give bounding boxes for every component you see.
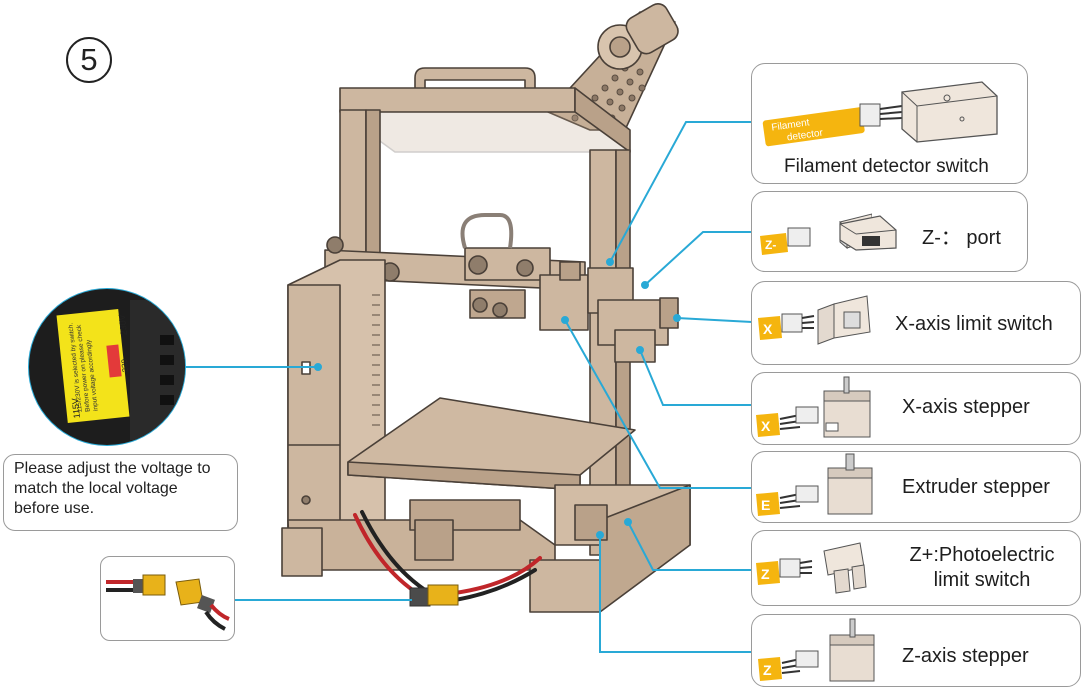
leader-z-stepper xyxy=(599,535,752,653)
extruder-stepper-icon: E xyxy=(756,453,873,516)
z-minus-housing-icon xyxy=(839,215,897,251)
z-photoelectric-label-line2: limit switch xyxy=(933,569,1031,591)
z-photoelectric-label-line1: Z+:Photoelectric xyxy=(909,544,1055,566)
switch-230v-label: 230V xyxy=(117,314,129,336)
callout-extruder-stepper: E Extruder stepper xyxy=(751,451,1081,523)
callout-z-minus-port: Z- Z-： port xyxy=(751,191,1028,272)
power-cable xyxy=(353,510,542,607)
top-frame-bar xyxy=(339,87,576,113)
print-carriage xyxy=(460,213,551,319)
svg-text:detector: detector xyxy=(786,127,824,143)
z-photoelectric-icon: Z xyxy=(756,542,867,594)
voltage-note: Please adjust the voltage to match the l… xyxy=(3,454,238,531)
svg-text:Z-: Z- xyxy=(765,238,776,252)
voltage-switch-photo: 115/230V is selected by switch. Before p… xyxy=(28,288,186,446)
extruder-stepper-label: Extruder stepper xyxy=(902,476,1050,498)
leader-x-stepper xyxy=(639,349,752,406)
x-limit-switch-icon: X xyxy=(758,295,871,345)
switch-230-label: 230 xyxy=(120,358,130,373)
leader-e-stepper xyxy=(564,319,752,489)
svg-text:X: X xyxy=(763,321,773,337)
switch-115v-label: 115V xyxy=(70,398,82,419)
base-frame xyxy=(281,484,691,613)
leader-z-minus xyxy=(644,231,752,286)
callout-x-axis-stepper: X X-axis stepper xyxy=(751,372,1081,445)
leader-lines xyxy=(184,121,753,653)
x-axis-stepper-label: X-axis stepper xyxy=(902,396,1030,418)
svg-text:E: E xyxy=(761,497,770,513)
svg-text:Filament: Filament xyxy=(771,117,811,133)
leader-filament xyxy=(609,121,752,263)
svg-text:X: X xyxy=(761,418,771,434)
callout-z-photoelectric: Z Z+:Photoelectric limit switch xyxy=(751,530,1081,606)
printer-illustration xyxy=(281,3,691,613)
power-connector-box xyxy=(100,556,235,641)
callout-z-axis-stepper: Z Z-axis stepper xyxy=(751,614,1081,687)
x-limit-switch-label: X-axis limit switch xyxy=(895,313,1053,335)
svg-text:Z: Z xyxy=(763,662,772,678)
x-axis-stepper-icon: X xyxy=(756,376,871,438)
power-supply xyxy=(287,259,386,531)
step-number-badge: 5 xyxy=(66,37,112,83)
leader-x-limit xyxy=(676,317,753,323)
leader-z-photo xyxy=(627,521,752,571)
z-minus-port-label: Z-： port xyxy=(922,227,1001,249)
xt60-connector-icon xyxy=(106,574,230,631)
z-axis-stepper-label: Z-axis stepper xyxy=(902,645,1029,667)
svg-text:Z: Z xyxy=(761,566,770,582)
filament-detector-icon: Filament detector xyxy=(762,81,998,147)
filament-detector-label: Filament detector switch xyxy=(784,156,989,177)
callout-x-limit-switch: X X-axis limit switch xyxy=(751,281,1081,365)
callout-filament-detector: Filament detector Filament detector swit… xyxy=(751,63,1028,184)
z-axis-stepper-icon: Z xyxy=(758,618,875,682)
